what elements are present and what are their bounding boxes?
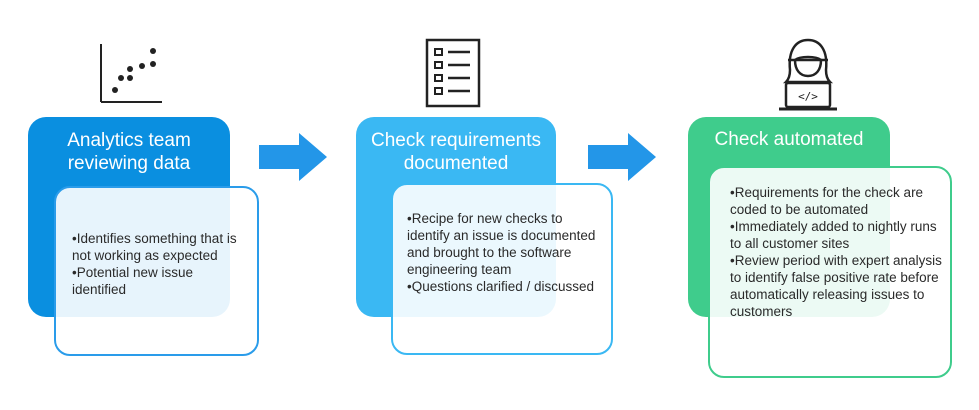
bullet-item: •Review period with expert analysis to i… [730,253,942,319]
step-card-requirements: •Recipe for new checks to identify an is… [391,183,613,355]
step-title: Check automated [714,129,864,150]
svg-text:</>: </> [798,90,818,103]
bullet-item: •Identifies something that is not workin… [72,231,237,263]
step-title: Check requirements documented [370,130,542,174]
step-card-automated: •Requirements for the check are coded to… [708,166,952,378]
bullet-item: •Requirements for the check are coded to… [730,185,924,217]
arrow-right-icon [259,133,327,181]
step-title: Analytics team reviewing data [67,130,191,174]
bullet-list: •Requirements for the check are coded to… [730,184,942,320]
arrow-right-icon [588,133,656,181]
bullet-item: •Questions clarified / discussed [407,279,595,294]
bullet-item: •Recipe for new checks to identify an is… [407,211,596,277]
scatter-plot-icon [100,44,162,103]
checklist-icon [425,38,481,108]
developer-laptop-icon: </> [779,38,837,111]
bullet-item: •Immediately added to nightly runs to al… [730,219,937,251]
bullet-item: •Potential new issue identified [72,265,194,297]
bullet-list: •Identifies something that is not workin… [72,230,249,298]
step-card-analytics: •Identifies something that is not workin… [54,186,259,356]
bullet-list: •Recipe for new checks to identify an is… [407,210,603,295]
